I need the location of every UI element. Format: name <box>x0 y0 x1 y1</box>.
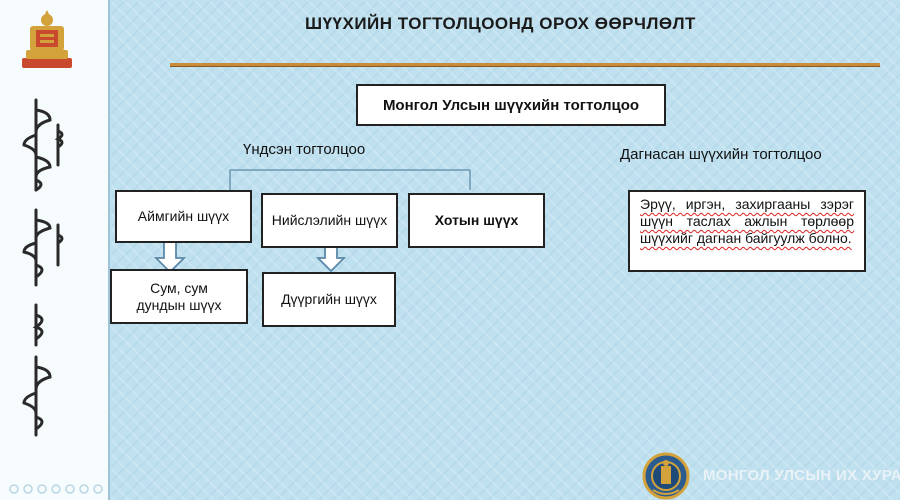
city-court-label: Хотын шүүх <box>434 212 519 228</box>
slide-title: ШҮҮХИЙН ТОГТОЛЦООНД ОРОХ ӨӨРЧЛӨЛТ <box>305 14 696 33</box>
root-court-system-label: Монгол Улсын шүүхийн тогтолцоо <box>382 96 640 114</box>
decorative-dots <box>9 484 103 494</box>
capital-court-box: Нийслэлийн шүүх <box>261 193 398 248</box>
district-court-box: Дүүргийн шүүх <box>262 272 396 327</box>
down-arrow-icon <box>315 244 347 273</box>
district-court-label: Дүүргийн шүүх <box>281 291 377 307</box>
soum-court-label: Сум, сум дундын шүүх <box>136 279 222 313</box>
title-divider <box>170 63 880 66</box>
footer-parliament-text: МОНГОЛ УЛСЫН ИХ ХУРАЛ <box>703 467 900 484</box>
capital-court-label: Нийслэлийн шүүх <box>271 212 388 228</box>
aimag-court-box: Аймгийн шүүх <box>115 190 252 243</box>
specialized-court-text: Эрүү, иргэн, захиргааны зэрэг шүүн тасла… <box>640 196 854 246</box>
state-emblem-icon <box>642 452 690 500</box>
aimag-court-label: Аймгийн шүүх <box>137 208 230 224</box>
root-court-system-box: Монгол Улсын шүүхийн тогтолцоо <box>356 84 666 126</box>
specialized-court-description: Эрүү, иргэн, захиргааны зэрэг шүүн тасла… <box>628 190 866 272</box>
main-system-label: Үндсэн тогтолцоо <box>243 141 366 158</box>
vertical-mongolian-script <box>22 98 64 437</box>
soum-court-box: Сум, сум дундын шүүх <box>110 269 248 324</box>
left-sidebar <box>0 0 110 500</box>
down-arrow-icon <box>153 241 187 274</box>
city-court-box: Хотын шүүх <box>408 193 545 248</box>
soyombo-emblem-icon <box>22 10 72 68</box>
specialized-system-label: Дагнасан шүүхийн тогтолцоо <box>620 146 822 163</box>
